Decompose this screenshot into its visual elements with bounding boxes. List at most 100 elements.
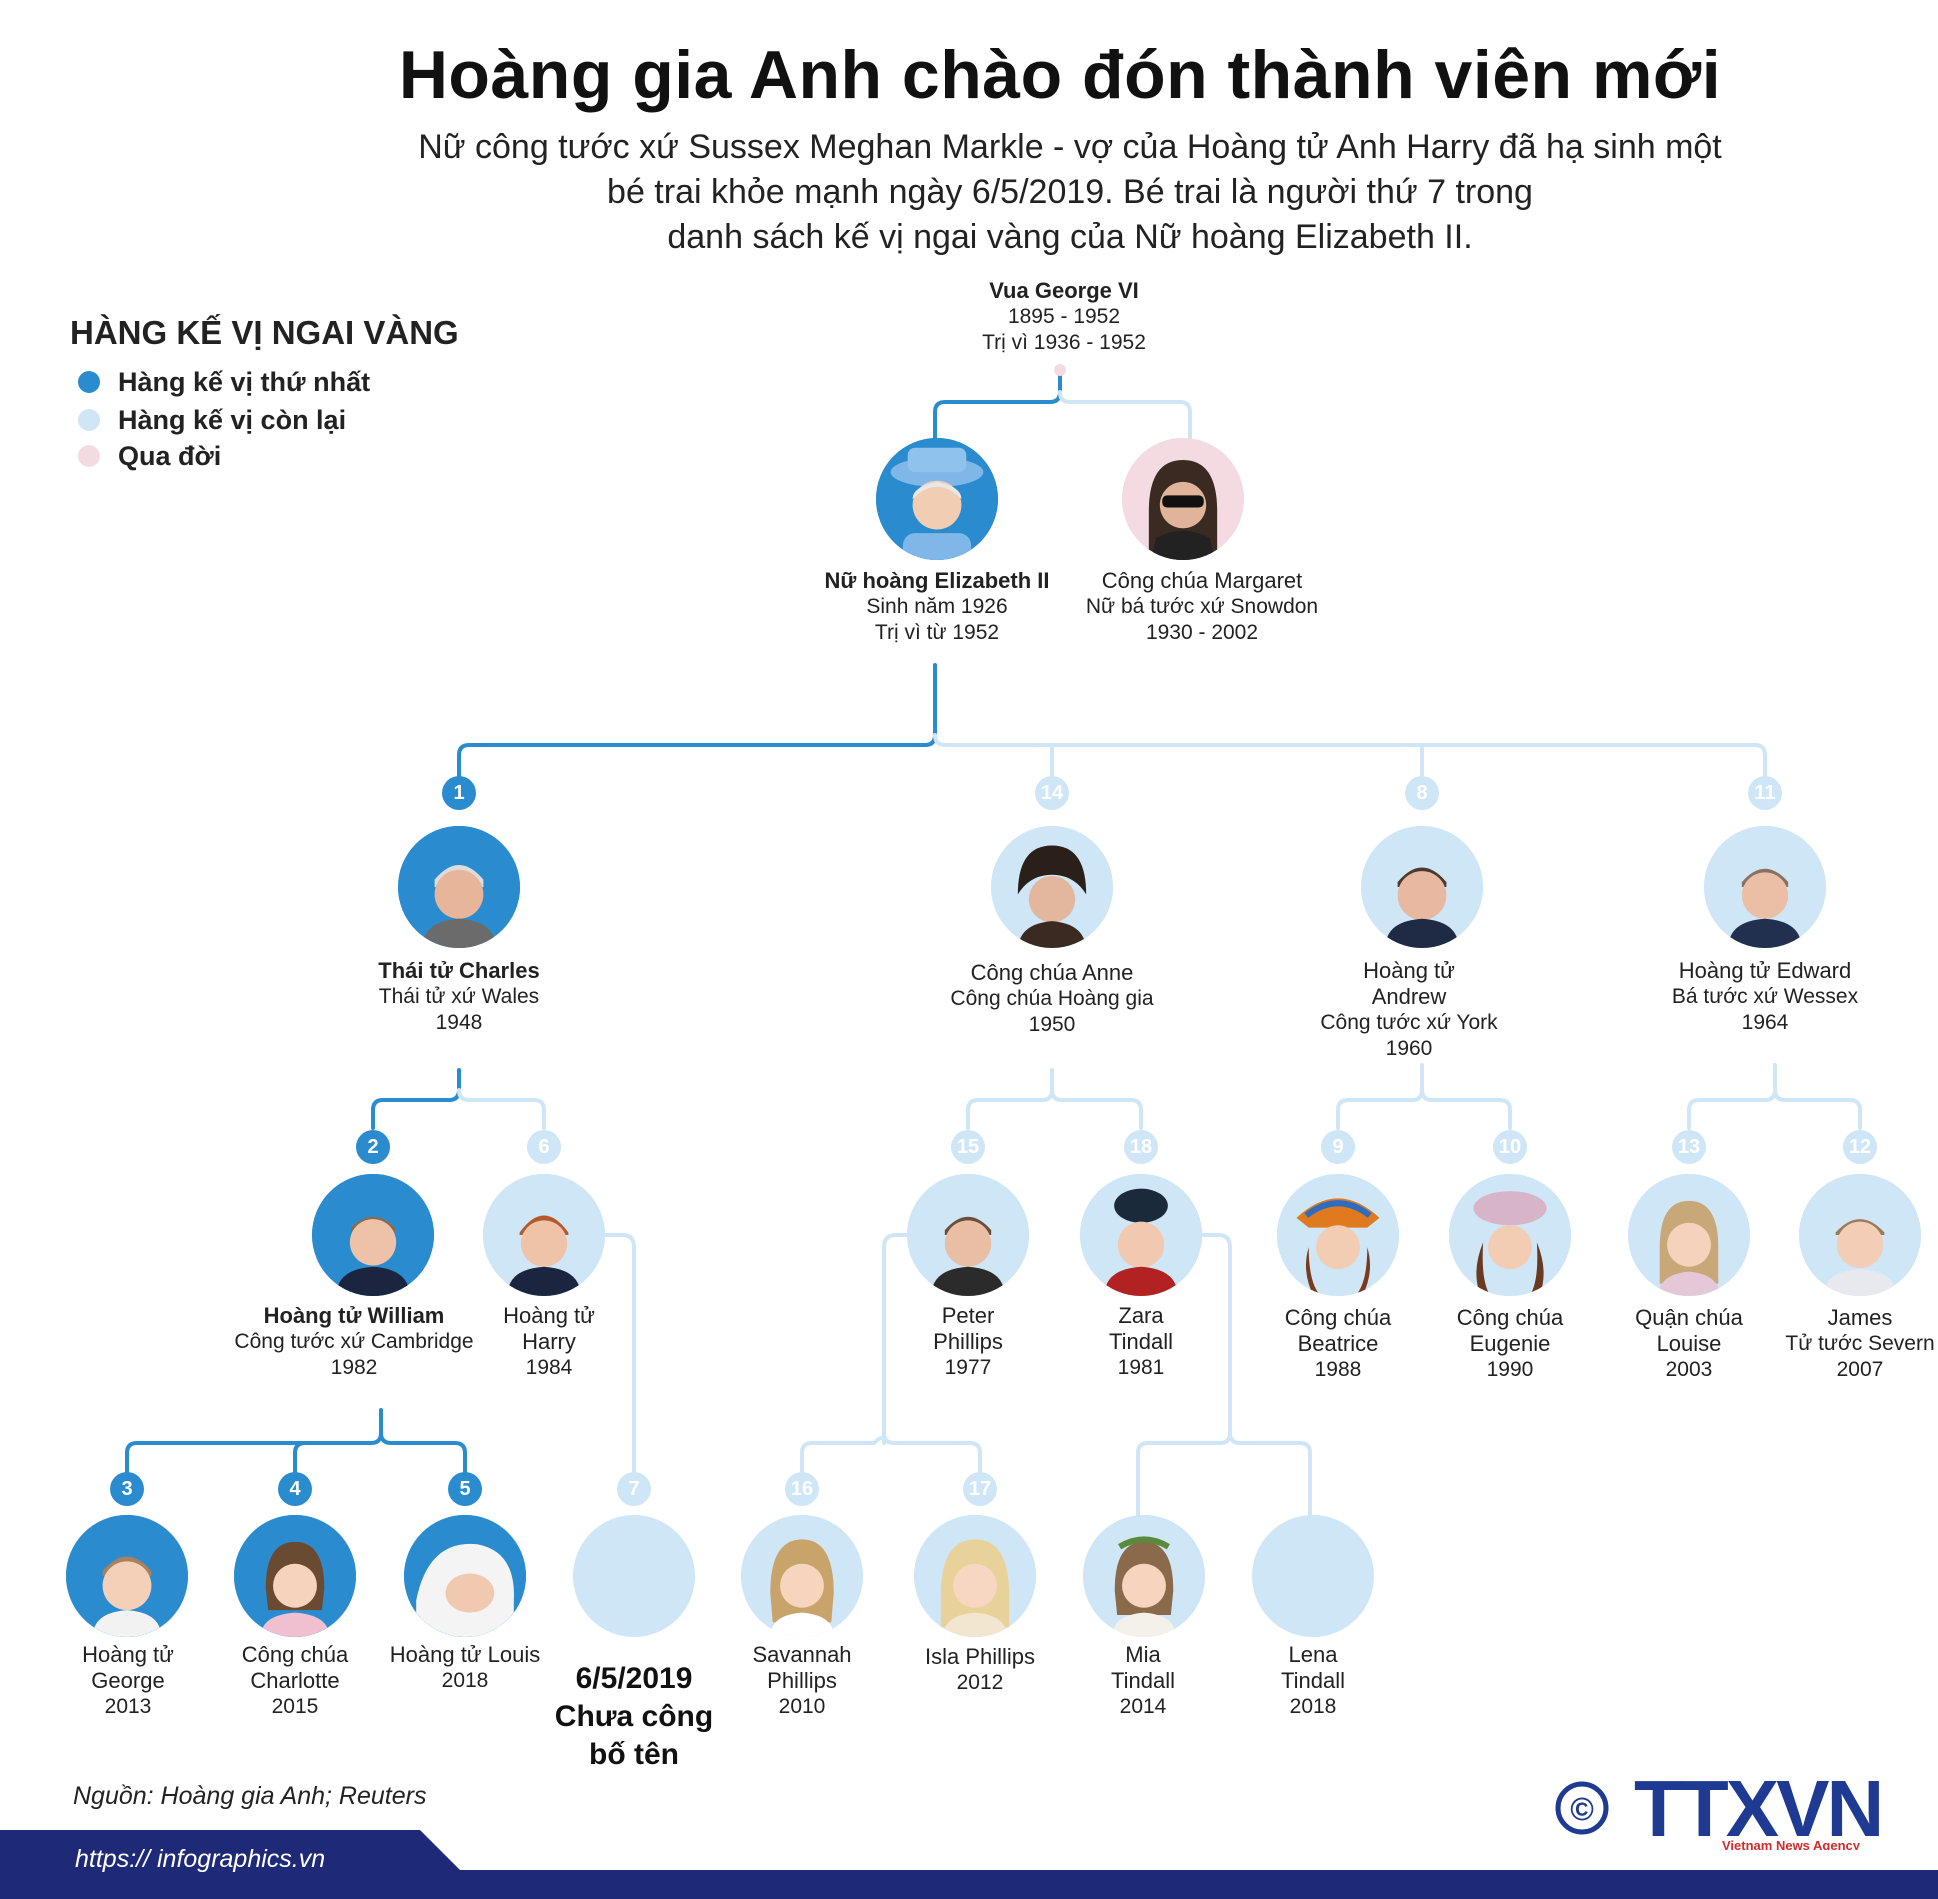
person-name: Công chúa [1456, 1305, 1564, 1330]
footer-bar [0, 1830, 1938, 1899]
person-detail: 1981 [1117, 1356, 1165, 1379]
person-detail: Trị vì 1936 - 1952 [982, 331, 1146, 354]
legend-swatch-deceased [78, 445, 100, 467]
avatar-james [1799, 1174, 1921, 1296]
person-name: Hoàng tử [503, 1303, 595, 1328]
legend-item-remaining: Hàng kế vị còn lại [78, 400, 346, 440]
portrait-icon [312, 1174, 434, 1296]
margaret-label: Công chúa Margaret Nữ bá tước xứ Snowdon… [1086, 568, 1318, 646]
footer-link[interactable]: https:// infographics.vn [75, 1845, 326, 1873]
avatar-charlotte [234, 1515, 356, 1637]
logo-copyright: © [1570, 1791, 1594, 1827]
person-detail: 2003 [1665, 1358, 1713, 1381]
charles-label: Thái tử Charles Thái tử xứ Wales 1948 [378, 958, 539, 1036]
portrait-icon [876, 438, 998, 560]
person-name: Tindall [1109, 1329, 1173, 1354]
person-detail: 2007 [1836, 1358, 1884, 1381]
source-note: Nguồn: Hoàng gia Anh; Reuters [73, 1782, 427, 1810]
avatar-beatrice [1277, 1174, 1399, 1296]
person-name: Hoàng tử Edward [1678, 958, 1852, 983]
person-detail: Thái tử xứ Wales [378, 985, 540, 1008]
person-name: Công chúa Anne [970, 960, 1134, 985]
avatar-savannah [741, 1515, 863, 1637]
rank-badge: 17 [963, 1472, 997, 1506]
louise-label: Quận chúa Louise 2003 [1635, 1305, 1743, 1383]
person-name: Công chúa Margaret [1101, 568, 1303, 593]
portrait-icon [1080, 1174, 1202, 1296]
avatar-louis [404, 1515, 526, 1637]
legend-item-deceased: Qua đời [78, 436, 221, 476]
louis-label: Hoàng tử Louis 2018 [390, 1642, 541, 1694]
rank-badge: 8 [1405, 776, 1439, 810]
portrait-icon [1122, 438, 1244, 560]
person-detail: Bá tước xứ Wessex [1671, 985, 1859, 1008]
rank-badge: 14 [1035, 776, 1069, 810]
avatar-edward [1704, 826, 1826, 948]
portrait-icon [1628, 1174, 1750, 1296]
person-name: James [1827, 1305, 1893, 1330]
beatrice-label: Công chúa Beatrice 1988 [1285, 1305, 1391, 1383]
person-name: Beatrice [1297, 1331, 1379, 1356]
portrait-icon [1799, 1174, 1921, 1296]
portrait-icon [66, 1515, 188, 1637]
person-detail: 1990 [1486, 1358, 1534, 1381]
rank-badge: 6 [527, 1130, 561, 1164]
rank-badge: 7 [617, 1472, 651, 1506]
rank-badge: 18 [1124, 1130, 1158, 1164]
logo-mark: © TTXVN Vietnam News Agency [1555, 1764, 1884, 1853]
person-name: Công chúa [1284, 1305, 1392, 1330]
person-detail: 2014 [1119, 1695, 1167, 1718]
avatar-isla [914, 1515, 1036, 1637]
person-detail: 2010 [778, 1695, 826, 1718]
william-label: Hoàng tử William Công tước xứ Cambridge … [234, 1303, 473, 1381]
rank-badge: 4 [278, 1472, 312, 1506]
person-detail: 1984 [525, 1356, 573, 1379]
rank-badge: 9 [1321, 1130, 1355, 1164]
legend-swatch-primary [78, 371, 100, 393]
person-detail: 1950 [1028, 1013, 1076, 1036]
harry-label: Hoàng tử Harry 1984 [503, 1303, 595, 1381]
person-name: Andrew [1371, 984, 1447, 1009]
avatar-andrew [1361, 826, 1483, 948]
person-detail: 1930 - 2002 [1145, 621, 1259, 644]
avatar-harry [483, 1174, 605, 1296]
person-detail: 1960 [1385, 1037, 1433, 1060]
person-detail: 1895 - 1952 [1007, 305, 1121, 328]
rank-badge: 16 [785, 1472, 819, 1506]
george-vi-label: Vua George VI 1895 - 1952 Trị vì 1936 - … [982, 278, 1146, 356]
portrait-icon [1277, 1174, 1399, 1296]
rank-badge: 3 [110, 1472, 144, 1506]
george-label: Hoàng tử George 2013 [82, 1642, 174, 1720]
avatar-william [312, 1174, 434, 1296]
person-detail: 2018 [1289, 1695, 1337, 1718]
person-detail: Công chúa Hoàng gia [950, 987, 1154, 1010]
logo-text: TTXVN [1634, 1770, 1881, 1850]
person-detail: Tử tước Severn [1785, 1332, 1935, 1355]
person-name: Thái tử Charles [378, 958, 540, 983]
edward-label: Hoàng tử Edward Bá tước xứ Wessex 1964 [1672, 958, 1858, 1036]
avatar-peter [907, 1174, 1029, 1296]
person-name: Công chúa [241, 1642, 349, 1667]
person-name: Nữ hoàng Elizabeth II [824, 568, 1050, 593]
person-detail: 2012 [956, 1671, 1004, 1694]
person-detail: Trị vì từ 1952 [874, 621, 1000, 644]
person-name: Phillips [767, 1668, 837, 1693]
person-name: Isla Phillips [924, 1644, 1036, 1669]
newborn-status: Chưa công [554, 1700, 714, 1733]
rank-badge: 10 [1493, 1130, 1527, 1164]
legend-item-first-line: Hàng kế vị thứ nhất [78, 362, 370, 402]
legend-swatch-secondary [78, 409, 100, 431]
portrait-icon [404, 1515, 526, 1637]
rank-badge: 5 [448, 1472, 482, 1506]
isla-label: Isla Phillips 2012 [925, 1644, 1035, 1696]
charlotte-label: Công chúa Charlotte 2015 [242, 1642, 348, 1720]
savannah-label: Savannah Phillips 2010 [752, 1642, 851, 1720]
person-detail: 1988 [1314, 1358, 1362, 1381]
person-detail: 2013 [104, 1695, 152, 1718]
person-detail: 1977 [944, 1356, 992, 1379]
person-name: Louise [1656, 1331, 1722, 1356]
person-detail: 1964 [1741, 1011, 1789, 1034]
portrait-icon [741, 1515, 863, 1637]
legend-title: HÀNG KẾ VỊ NGAI VÀNG [70, 314, 459, 351]
